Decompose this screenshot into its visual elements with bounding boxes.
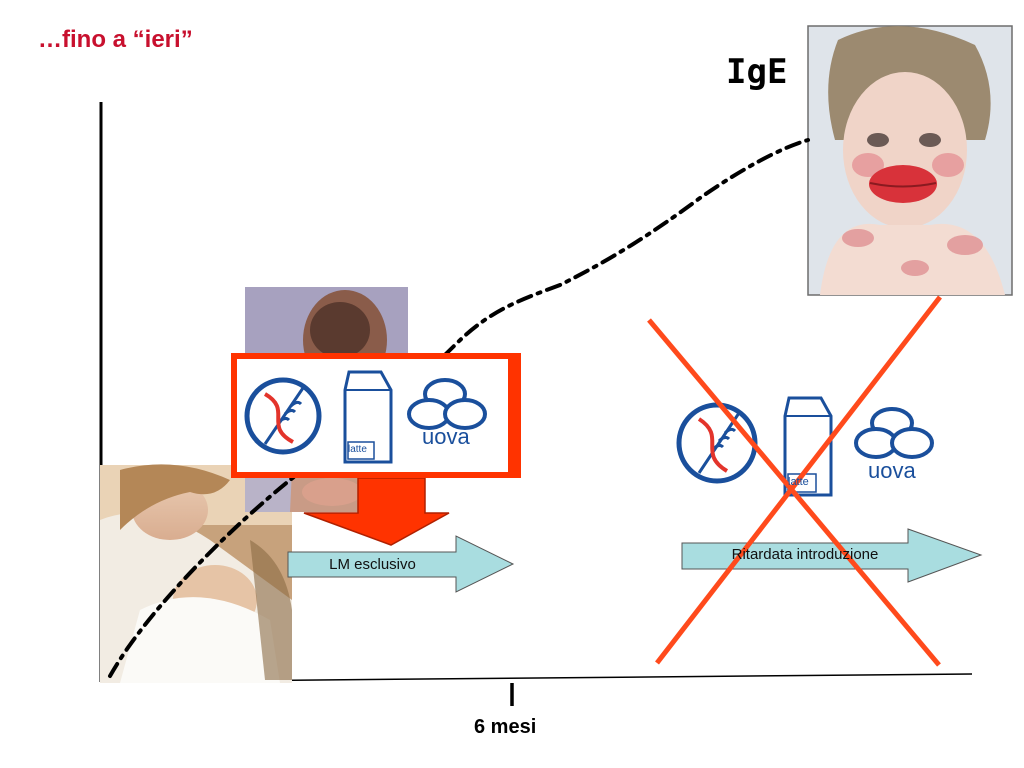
milk-carton-icon bbox=[343, 370, 393, 464]
arrow-delayed-label: Ritardata introduzione bbox=[731, 546, 879, 563]
gluten-free-icon bbox=[244, 377, 322, 455]
milk-icon-label-right: latte bbox=[788, 476, 809, 488]
arrow-delayed-introduction bbox=[681, 528, 983, 583]
arrow-exclusive-breastfeeding bbox=[287, 535, 515, 593]
arrow-exclusive-label: LM esclusivo bbox=[329, 556, 416, 573]
eggs-icon bbox=[407, 378, 487, 430]
eggs-icon-right bbox=[854, 407, 934, 459]
ige-curve bbox=[108, 138, 810, 678]
milk-icon-label: latte bbox=[348, 444, 367, 455]
down-arrow bbox=[303, 477, 450, 546]
eggs-icon-label: uova bbox=[422, 424, 470, 449]
gluten-free-icon-right bbox=[676, 402, 758, 484]
eggs-icon-label-right: uova bbox=[868, 458, 916, 483]
slide-title: …fino a “ieri” bbox=[38, 26, 193, 53]
x-tick-label: 6 mesi bbox=[474, 716, 537, 738]
ige-label: IgE bbox=[726, 52, 788, 92]
cross-mark bbox=[647, 295, 942, 667]
child-angioedema-photo bbox=[807, 25, 1013, 296]
